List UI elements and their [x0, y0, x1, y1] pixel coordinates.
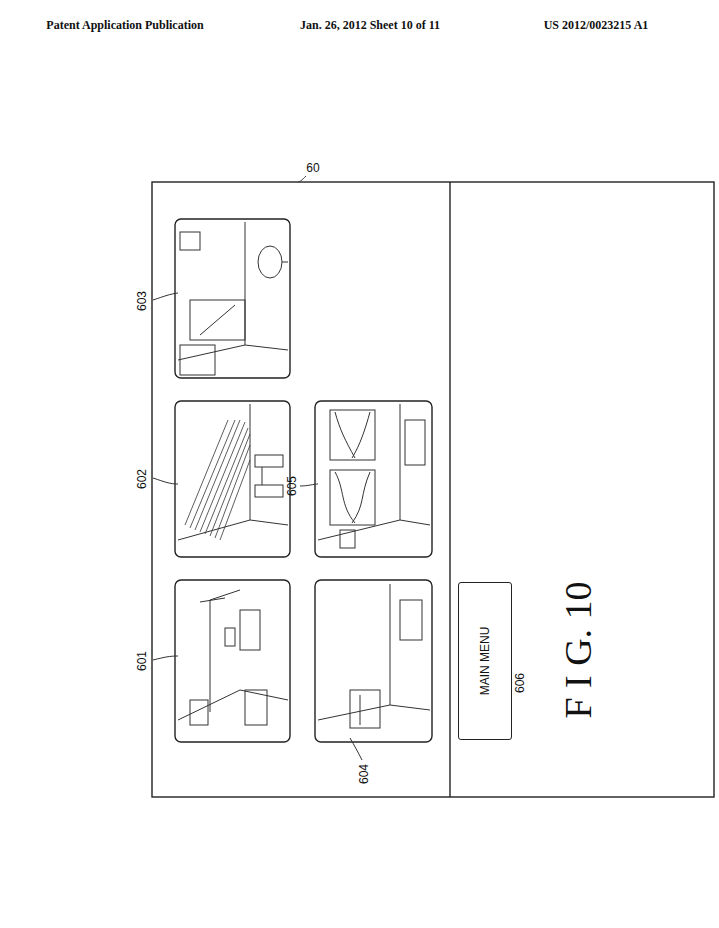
leader-line [300, 484, 318, 486]
label-text: Jan. 26, 2012 Sheet 10 of 11 [300, 18, 440, 33]
callout-number: 60 [306, 161, 319, 175]
room-panel [175, 219, 290, 378]
leader-line [350, 738, 362, 760]
leader-line [153, 293, 178, 300]
room-panel [175, 580, 290, 742]
label-text: Patent Application Publication [46, 18, 203, 33]
label-text: US 2012/0023215 A1 [544, 18, 649, 33]
leader-line [153, 656, 178, 660]
leader-line [153, 478, 178, 484]
callout-number: 601 [135, 651, 149, 671]
room-panel [315, 580, 432, 742]
button-label: MAIN MENU [478, 627, 492, 696]
callout-number: 603 [135, 291, 149, 311]
callout-number: 605 [285, 476, 299, 496]
callout-number: 604 [357, 764, 371, 784]
room-panel [315, 401, 432, 557]
menu-divider [449, 182, 450, 797]
callout-number: 606 [513, 673, 527, 693]
room-panel [175, 401, 290, 557]
figure-caption: F I G. 10 [556, 581, 600, 718]
callout-number: 602 [135, 469, 149, 489]
screen-frame [152, 182, 714, 797]
menu-button: MAIN MENU [458, 582, 512, 740]
leader-line [298, 176, 306, 182]
